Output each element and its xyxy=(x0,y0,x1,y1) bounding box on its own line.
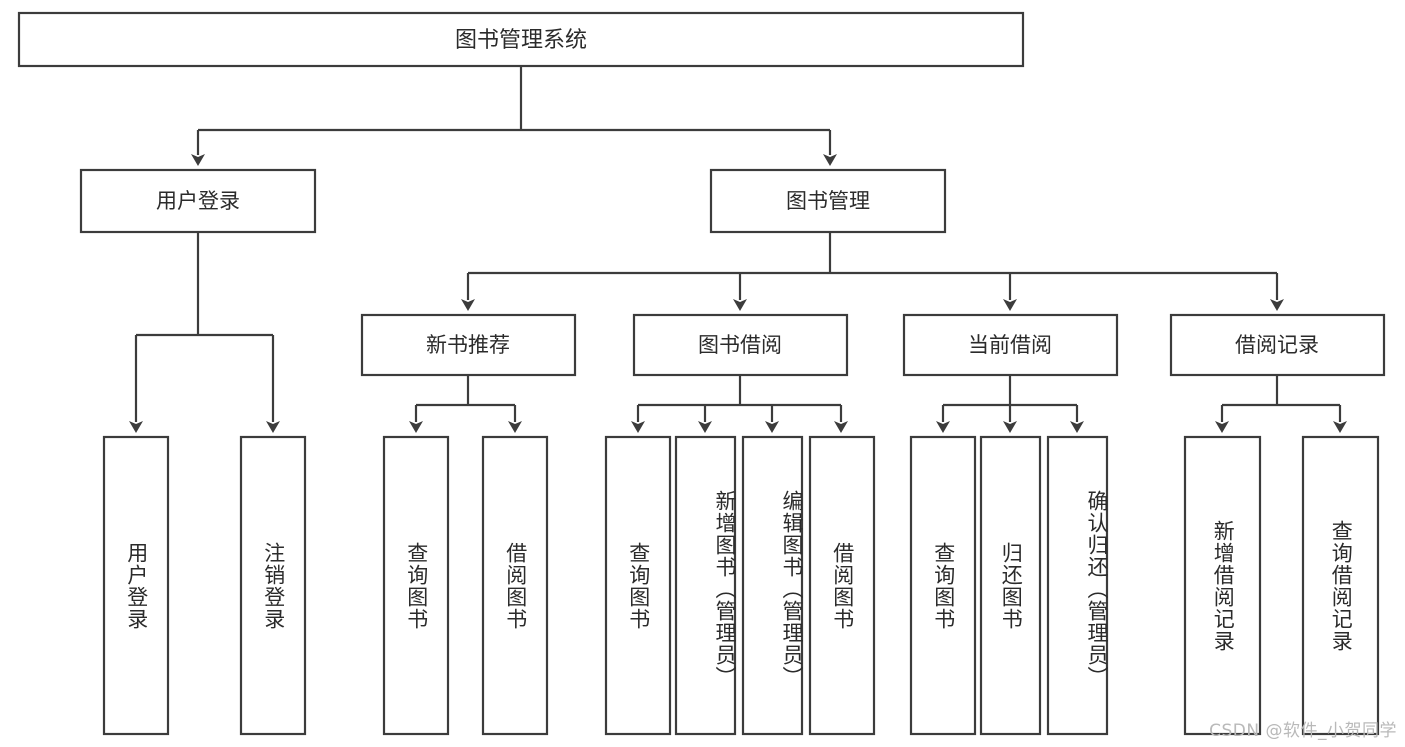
node-new-book-recommend[interactable]: 新书推荐 xyxy=(360,313,577,377)
connector-userlogin-to-leaves xyxy=(129,232,280,433)
node-book-borrow-label: 图书借阅 xyxy=(698,333,782,357)
node-book-management-label: 图书管理 xyxy=(786,189,870,213)
connector-newbook-to-leaves xyxy=(409,375,522,433)
node-book-borrow[interactable]: 图书借阅 xyxy=(632,313,849,377)
leaf-box-user-login-0[interactable] xyxy=(102,435,170,736)
node-borrow-record[interactable]: 借阅记录 xyxy=(1169,313,1386,377)
leaf-box-borrow-record-1[interactable] xyxy=(1301,435,1380,736)
leaf-box-borrow-record-0[interactable] xyxy=(1183,435,1262,736)
node-root-label: 图书管理系统 xyxy=(455,28,587,53)
connector-borrowrecord-to-leaves xyxy=(1215,375,1347,433)
leaf-box-book-borrow-2[interactable] xyxy=(741,435,804,736)
leaf-box-new-book-1[interactable] xyxy=(481,435,549,736)
connector-root-to-level2 xyxy=(191,66,837,166)
leaf-box-new-book-0[interactable] xyxy=(382,435,450,736)
connector-bookmgmt-to-level3 xyxy=(461,232,1284,311)
node-current-borrow-label: 当前借阅 xyxy=(968,333,1052,357)
leaf-box-user-login-1[interactable] xyxy=(239,435,307,736)
node-new-book-recommend-label: 新书推荐 xyxy=(426,333,510,357)
node-current-borrow[interactable]: 当前借阅 xyxy=(902,313,1119,377)
connector-currentborrow-to-leaves xyxy=(936,375,1084,433)
node-borrow-record-label: 借阅记录 xyxy=(1235,333,1319,357)
connector-bookborrow-to-leaves xyxy=(631,375,848,433)
leaf-box-current-borrow-1[interactable] xyxy=(979,435,1042,736)
node-book-management[interactable]: 图书管理 xyxy=(709,168,947,234)
leaf-box-book-borrow-1[interactable] xyxy=(674,435,737,736)
leaf-box-book-borrow-0[interactable] xyxy=(604,435,672,736)
leaf-box-book-borrow-3[interactable] xyxy=(808,435,876,736)
leaf-box-current-borrow-2[interactable] xyxy=(1046,435,1109,736)
node-root[interactable]: 图书管理系统 xyxy=(17,11,1025,68)
node-user-login[interactable]: 用户登录 xyxy=(79,168,317,234)
leaf-box-current-borrow-0[interactable] xyxy=(909,435,977,736)
node-user-login-label: 用户登录 xyxy=(156,189,240,213)
watermark-text: CSDN @软件_小贺同学 xyxy=(1209,721,1397,741)
